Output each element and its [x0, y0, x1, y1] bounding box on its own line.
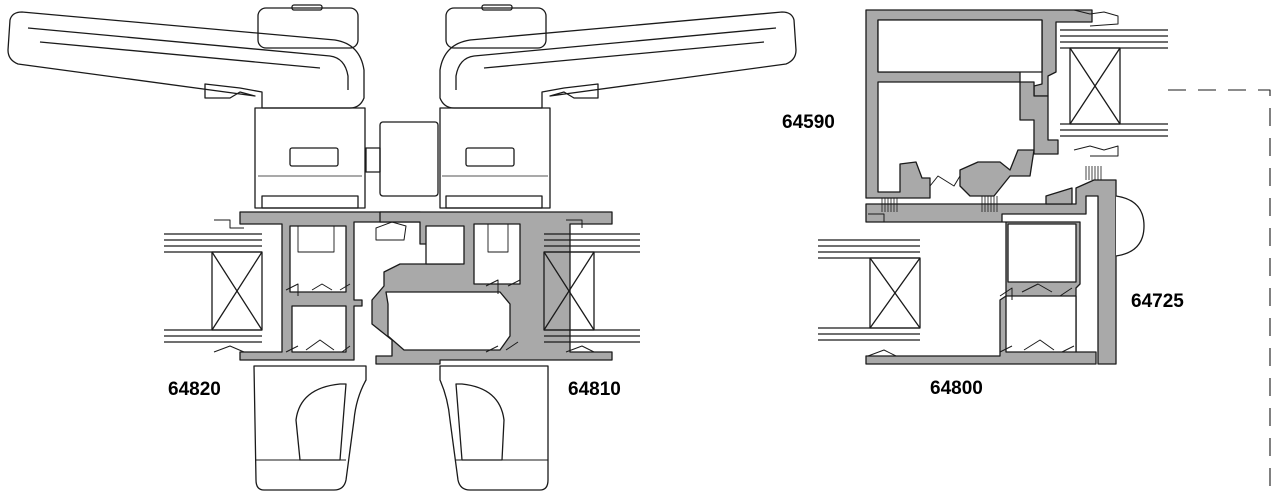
profile-label-64820: 64820 [168, 379, 221, 400]
profile-label-64810: 64810 [568, 379, 621, 400]
dashed-outline-icon [1168, 89, 1271, 490]
double-sash-assembly [7, 4, 797, 491]
glazing-unit-icon [164, 233, 263, 343]
profile-64820 [213, 211, 421, 361]
profile-label-64800: 64800 [930, 378, 983, 399]
glazing-unit-icon [543, 233, 640, 343]
door-handle-icon [439, 4, 797, 209]
profile-label-64725: 64725 [1131, 291, 1184, 312]
glazing-unit-icon [818, 239, 921, 341]
frame-sash-assembly [818, 9, 1271, 490]
profile-64800 [865, 179, 1145, 365]
profile-label-64590: 64590 [782, 112, 835, 133]
door-handle-icon [7, 4, 366, 209]
glazing-unit-icon [1060, 29, 1168, 137]
brush-seal-icon [881, 166, 1102, 212]
door-handle-icon [439, 365, 549, 491]
profile-64810 [371, 211, 613, 365]
lock-case [365, 121, 439, 197]
profile-64590 [865, 9, 1119, 199]
door-handle-icon [253, 365, 367, 491]
